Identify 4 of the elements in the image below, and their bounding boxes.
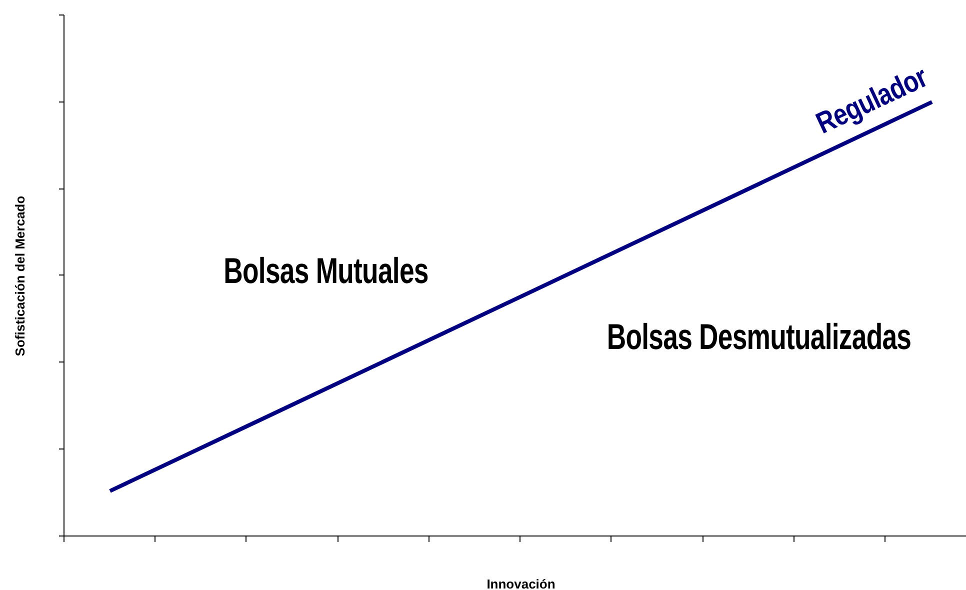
region-label: Bolsas Desmutualizadas	[606, 319, 912, 355]
axis-title: Innovación	[486, 578, 556, 590]
axis-title: Sofisticación del Mercado	[14, 196, 26, 356]
region-label: Bolsas Mutuales	[224, 253, 428, 289]
